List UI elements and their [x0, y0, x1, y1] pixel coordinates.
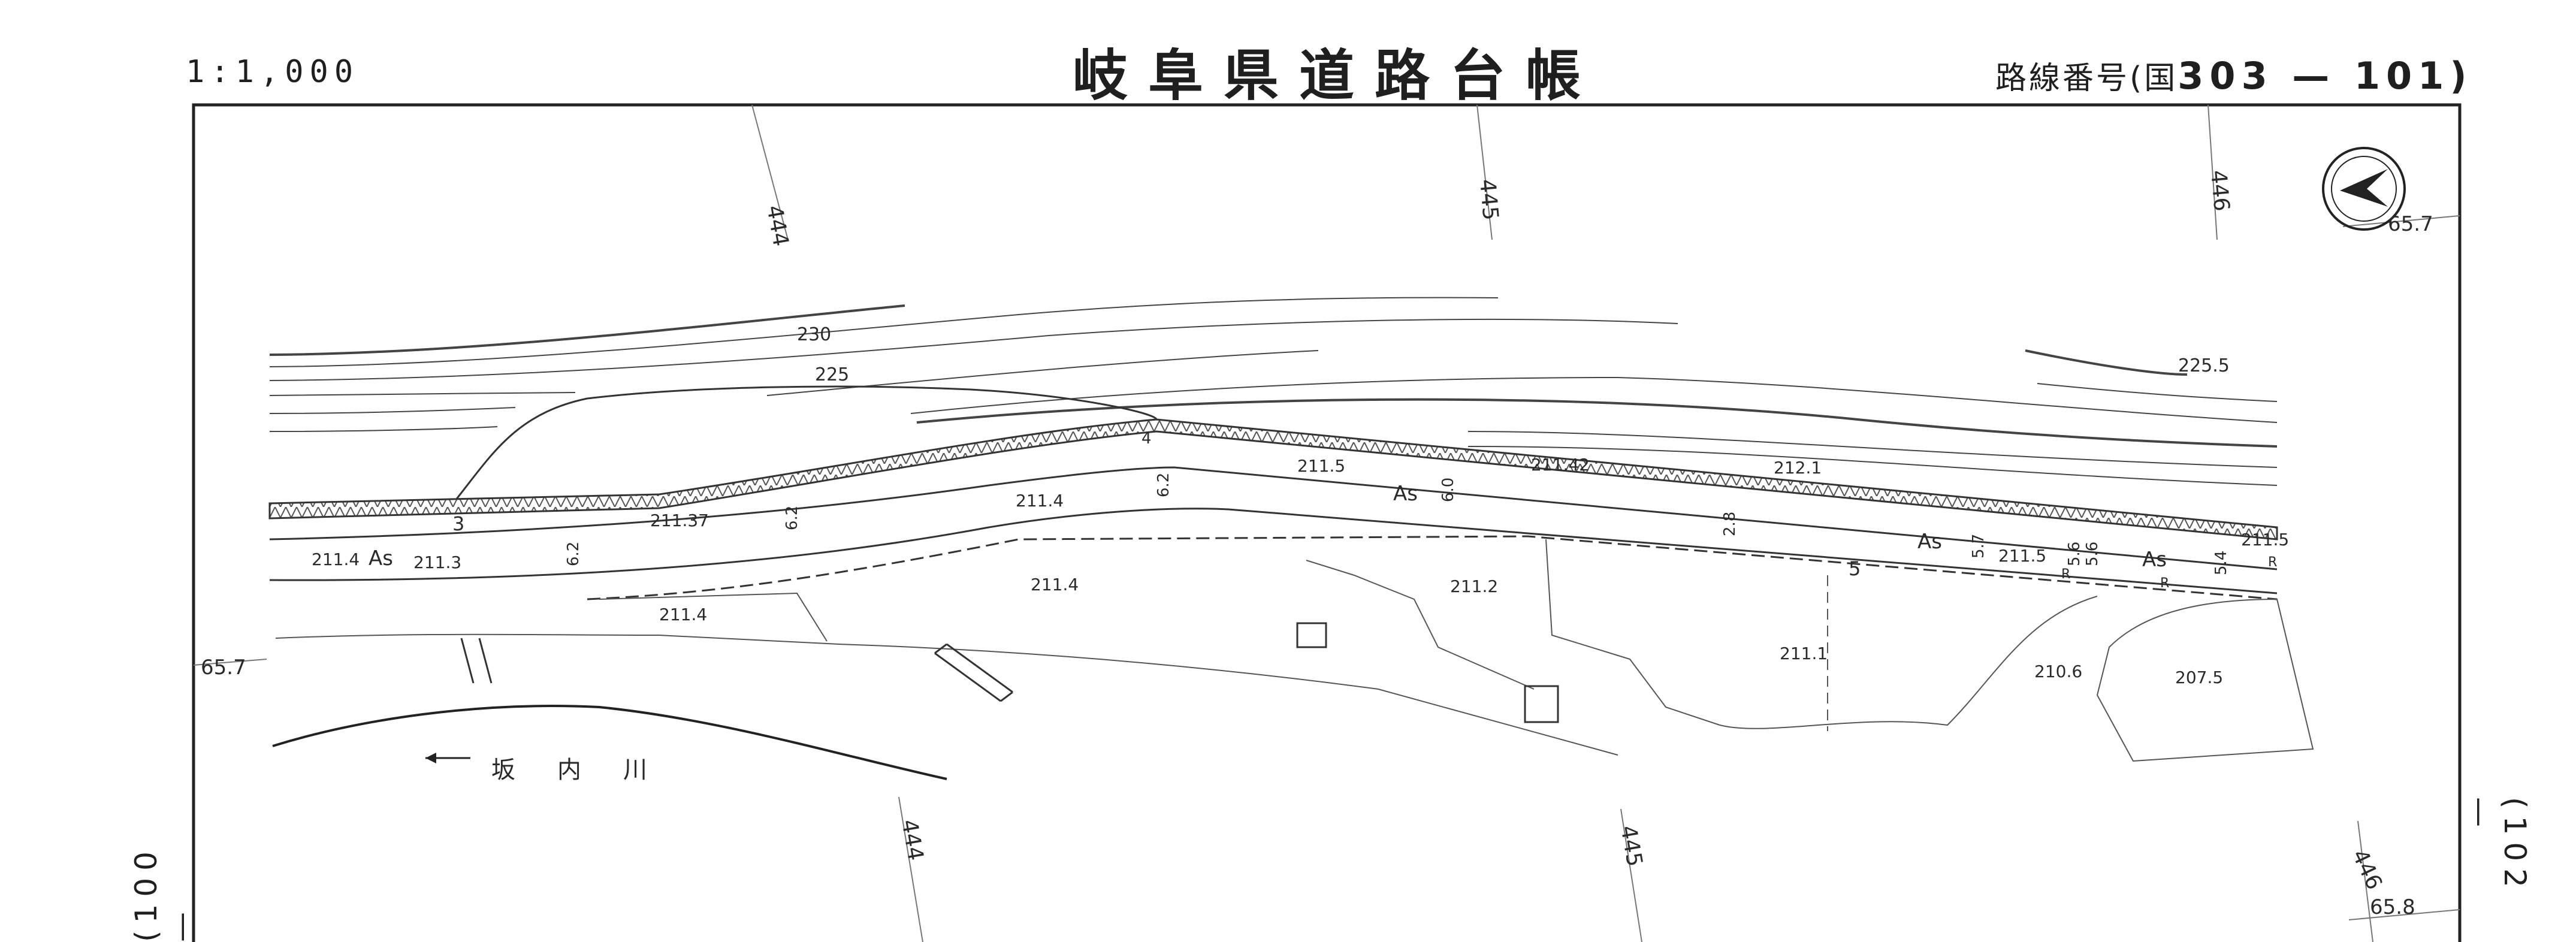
width-label: 6.0 — [1439, 478, 1457, 502]
elevation-label: 210.6 — [2034, 662, 2082, 681]
width-label: 5.7 — [1970, 534, 1988, 558]
map-frame — [192, 103, 2462, 942]
point-mark: R — [2160, 576, 2169, 591]
width-label: 5.4 — [2212, 551, 2230, 575]
grid-label-right-top: 65.7 — [2388, 212, 2433, 236]
map-scale: 1:1,000 — [186, 54, 360, 90]
north-arrow-icon — [2322, 147, 2406, 231]
grid-label-top-446: 446 — [2206, 169, 2234, 212]
surface-label: As — [369, 547, 393, 570]
grid-label-bottom-445: 445 — [1615, 823, 1647, 868]
elevation-label: 211.1 — [1780, 644, 1828, 663]
width-label: 6.2 — [783, 506, 801, 530]
grid-lines — [193, 104, 2460, 942]
width-label: 5.6 — [2065, 542, 2083, 566]
point-mark: R — [2061, 567, 2070, 582]
width-label: 2.8 — [1721, 512, 1739, 536]
contour-label-225-5: 225.5 — [2178, 355, 2230, 376]
elevation-label: 211.3 — [413, 552, 461, 572]
elevation-label: 211.4 — [659, 605, 707, 624]
embankment-outline — [454, 385, 1158, 501]
elevation-label: 211.2 — [1450, 576, 1498, 596]
grid-label-left: 65.7 — [201, 656, 246, 680]
contour-label-225: 225 — [815, 364, 849, 385]
elevation-label: 211.5 — [2241, 530, 2289, 550]
structures — [460, 622, 1559, 723]
surface-label: As — [1393, 482, 1418, 506]
point-mark: 5 — [1849, 557, 1861, 580]
elevation-label: 212.1 — [1774, 458, 1822, 478]
width-label: 5.6 — [2083, 542, 2101, 566]
grid-label-bottom-446: 446 — [2347, 846, 2387, 893]
contour-label-230: 230 — [797, 324, 831, 345]
surface-label: As — [1917, 530, 1942, 554]
retaining-wall — [268, 418, 2278, 541]
river-bank — [272, 705, 947, 780]
flow-arrow-head — [425, 753, 436, 763]
road-edges — [269, 466, 2278, 600]
elevation-label: 211.4 — [1016, 491, 1064, 511]
route-number: 路線番号(国303 — 101) — [1995, 53, 2473, 98]
route-prefix: 路線番号(国 — [1995, 61, 2178, 96]
elevation-label: 211.5 — [1297, 456, 1345, 476]
point-mark: 3 — [452, 512, 464, 535]
elevation-label: 211.5 — [1998, 546, 2046, 566]
elevation-label: 211.42 — [1531, 455, 1590, 475]
width-label: 6.2 — [1155, 473, 1173, 497]
grid-label-bottom-444: 444 — [896, 817, 928, 862]
grid-label-right-bottom: 65.8 — [2370, 895, 2415, 919]
elevation-label: 211.4 — [312, 550, 360, 569]
width-label: 4 — [1141, 430, 1152, 448]
adjacent-sheet-right: (102 — — [2463, 797, 2532, 895]
grid-label-top-444: 444 — [762, 203, 793, 248]
elevation-label: 211.37 — [650, 511, 709, 530]
elevation-label: 211.4 — [1031, 575, 1079, 594]
grid-label-top-445: 445 — [1475, 178, 1503, 221]
lower-area-outlines — [275, 539, 2314, 762]
width-label: 6.2 — [564, 542, 582, 566]
contour-lines — [269, 297, 2278, 486]
page-title: 岐阜県道路台帳 — [1073, 44, 1602, 108]
elevation-label: 207.5 — [2175, 668, 2223, 687]
river-label: 坂内川 — [491, 756, 689, 784]
surface-label: As — [2142, 548, 2167, 572]
point-mark: R — [2268, 555, 2277, 570]
route-number-value: 303 — 101) — [2178, 54, 2473, 98]
